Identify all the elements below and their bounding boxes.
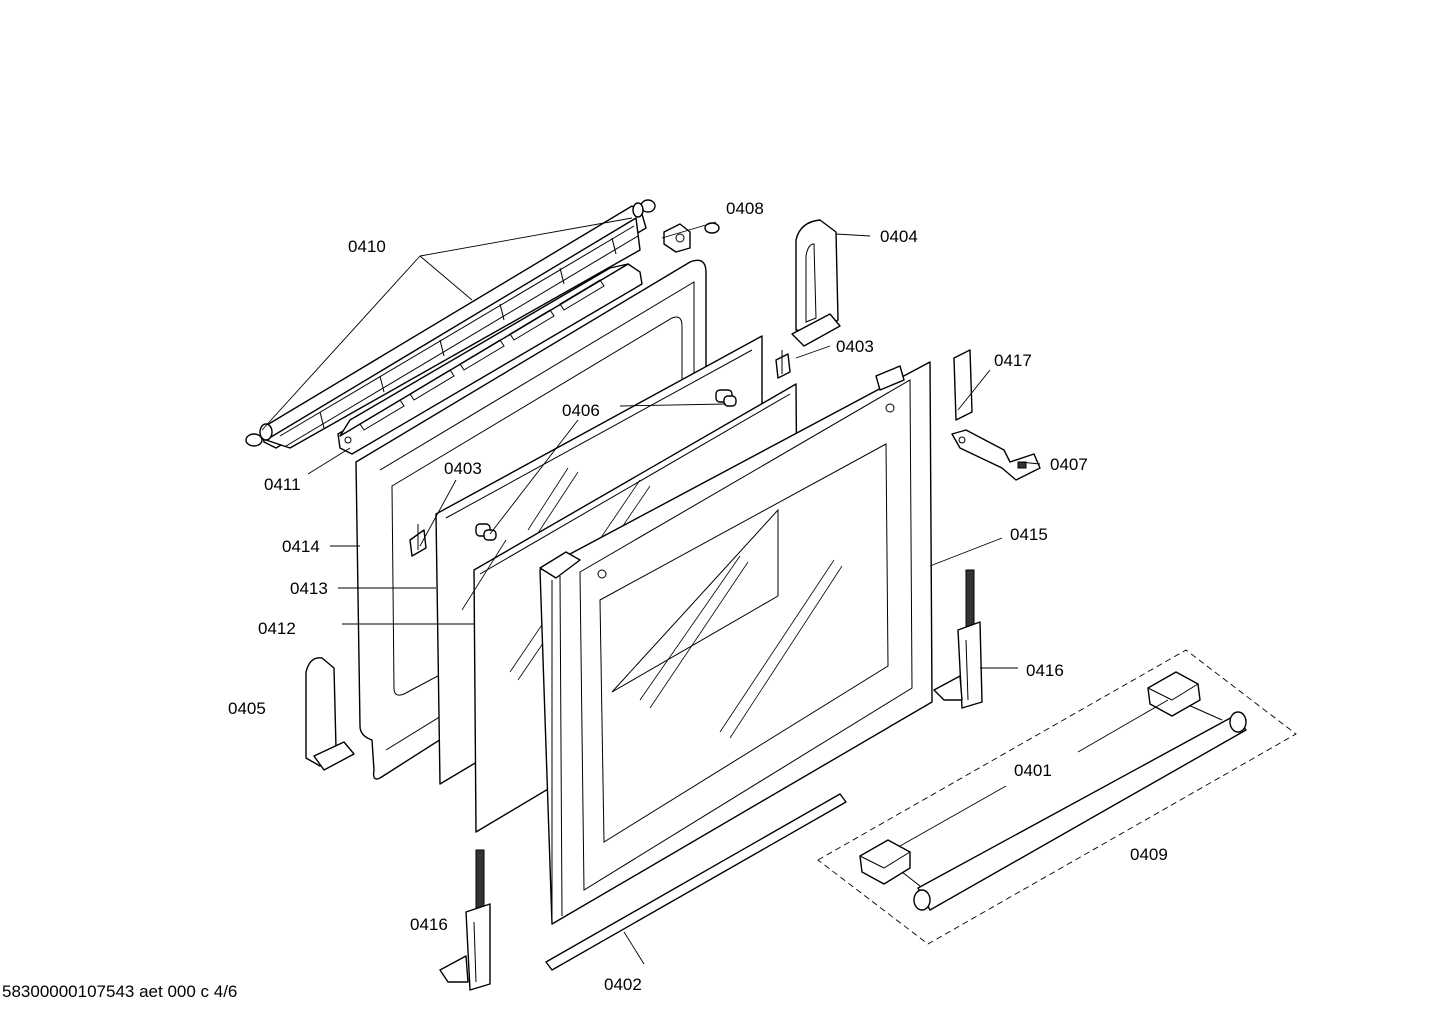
label-0403-right: 0403	[836, 337, 874, 356]
leader-lines	[261, 217, 1169, 965]
label-0403-left: 0403	[444, 459, 482, 478]
part-0417-strip	[953, 349, 973, 421]
label-0401: 0401	[1014, 761, 1052, 780]
label-0417: 0417	[994, 351, 1032, 370]
part-0410-top-rail	[245, 199, 656, 449]
part-0406-glass-clip	[475, 389, 737, 541]
part-0409-handle-kit	[817, 649, 1297, 945]
label-0414: 0414	[282, 537, 320, 556]
part-0401-handle	[859, 671, 1247, 911]
label-0408: 0408	[726, 199, 764, 218]
label-0415: 0415	[1010, 525, 1048, 544]
label-0404: 0404	[880, 227, 918, 246]
label-0402: 0402	[604, 975, 642, 994]
label-0413: 0413	[290, 579, 328, 598]
part-0416-hinge-right	[933, 569, 983, 709]
part-0403-hinge-clip	[409, 350, 791, 557]
part-0415-outer-door	[539, 361, 933, 925]
label-0416-left: 0416	[410, 915, 448, 934]
part-0408-bearing	[663, 222, 720, 253]
label-0412: 0412	[258, 619, 296, 638]
label-0406: 0406	[562, 401, 600, 420]
label-0407: 0407	[1050, 455, 1088, 474]
label-0405: 0405	[228, 699, 266, 718]
part-0404-side-cover	[791, 219, 841, 347]
part-0416-hinge-left	[439, 849, 491, 991]
label-0410: 0410	[348, 237, 386, 256]
drawing-reference-footer: 58300000107543 aet 000 c 4/6	[2, 982, 237, 1001]
part-0405-side-cover	[305, 657, 355, 771]
label-0416-right: 0416	[1026, 661, 1064, 680]
label-0409: 0409	[1130, 845, 1168, 864]
part-0411-vent-bracket	[337, 263, 643, 455]
part-0402-bottom-strip	[545, 793, 847, 971]
label-0411: 0411	[264, 475, 301, 494]
part-labels: 0410 0408 0404 0403 0417 0406 0407 0411 …	[228, 199, 1168, 994]
part-0407-bracket	[951, 429, 1041, 481]
